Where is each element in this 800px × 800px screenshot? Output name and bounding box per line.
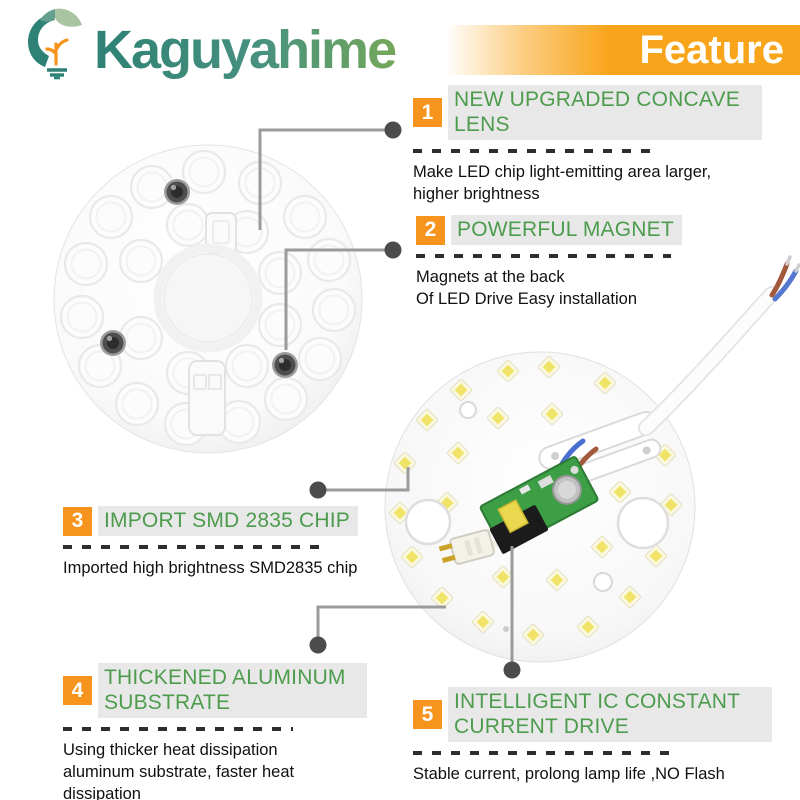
number-badge: 1 — [413, 98, 442, 127]
number-badge: 3 — [63, 506, 92, 536]
wire-connector — [438, 529, 495, 565]
feature-description: Imported high brightness SMD2835 chip — [63, 559, 358, 577]
feature-title: IMPORT SMD 2835 CHIP — [98, 506, 358, 536]
feature-banner-label: Feature — [639, 28, 785, 72]
dashed-divider — [63, 727, 293, 731]
feature-item-5: 5 INTELLIGENT IC CONSTANT CURRENT DRIVE … — [413, 687, 793, 785]
feature-title: THICKENED ALUMINUM SUBSTRATE — [98, 663, 367, 718]
connector-dot-2 — [384, 241, 402, 259]
feature-item-4: 4 THICKENED ALUMINUM SUBSTRATE Using thi… — [63, 663, 403, 800]
feature-description: Make LED chip light-emitting area larger… — [413, 163, 712, 203]
feature-title: NEW UPGRADED CONCAVE LENS — [448, 85, 762, 140]
dashed-divider — [416, 254, 671, 258]
dashed-divider — [413, 149, 651, 153]
feature-title: INTELLIGENT IC CONSTANT CURRENT DRIVE — [448, 687, 772, 742]
magnet-icon — [100, 330, 126, 356]
led-board-photo — [384, 351, 696, 663]
bottom-clip-tab — [188, 360, 226, 436]
center-lens-area — [163, 253, 253, 343]
lens-cover-photo — [53, 144, 363, 454]
number-badge: 2 — [416, 215, 445, 245]
feature-item-3: 3 IMPORT SMD 2835 CHIP Imported high bri… — [63, 506, 403, 579]
dashed-divider — [413, 751, 675, 755]
number-badge: 4 — [63, 676, 92, 705]
number-badge: 5 — [413, 700, 442, 729]
feature-description: Stable current, prolong lamp life ,NO Fl… — [413, 765, 725, 783]
feature-item-2: 2 POWERFUL MAGNET Magnets at the back Of… — [416, 215, 786, 310]
connector-dot-1 — [384, 121, 402, 139]
ic-driver-module — [479, 456, 599, 554]
mounting-hole — [404, 498, 452, 546]
magnet-icon — [272, 352, 298, 378]
feature-banner: Feature — [445, 25, 800, 75]
brand-name: Kaguyahime — [94, 20, 396, 80]
connector-dot-3 — [309, 481, 327, 499]
brand-logo: Kaguyahime — [22, 6, 459, 82]
feature-description: Using thicker heat dissipation aluminum … — [63, 741, 295, 800]
mounting-hole — [616, 496, 670, 550]
dashed-divider — [63, 545, 328, 549]
magnet-icon — [164, 179, 190, 205]
feature-item-1: 1 NEW UPGRADED CONCAVE LENS Make LED chi… — [413, 85, 783, 205]
connector-dot-4 — [309, 636, 327, 654]
brand-name-wordmark: Kaguyahime — [94, 20, 398, 80]
feature-description: Magnets at the back Of LED Drive Easy in… — [416, 268, 638, 308]
feature-title: POWERFUL MAGNET — [451, 215, 682, 245]
lightbulb-sprout-icon — [28, 8, 82, 80]
